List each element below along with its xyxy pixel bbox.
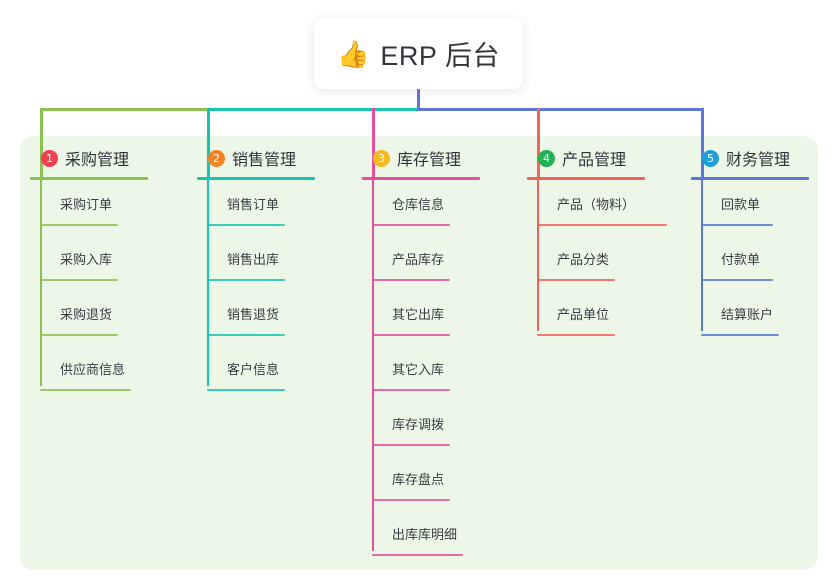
- branch-title: 产品管理: [562, 152, 627, 169]
- leaf-node-label: 产品分类: [557, 252, 610, 267]
- leaf-node-underline: [207, 224, 285, 226]
- branch-number-badge: 3: [373, 149, 390, 167]
- leaf-node-underline: [701, 334, 779, 336]
- leaf-node-underline: [40, 389, 131, 391]
- branch-spine: [372, 177, 374, 551]
- leaf-node-label: 客户信息: [227, 362, 280, 377]
- trunk-segment-2: [207, 108, 419, 111]
- branch-spine: [40, 177, 42, 386]
- leaf-node-underline: [537, 224, 667, 226]
- thumbs-up-emoji: 👍: [337, 38, 370, 69]
- branch-header-销售管理[interactable]: 2 销售管理: [208, 146, 296, 170]
- branch-column-产品管理: 4 产品管理产品（物料） 产品分类产品单位: [527, 146, 667, 336]
- leaf-node-underline: [537, 334, 615, 336]
- leaf-node-underline: [372, 499, 450, 501]
- trunk-segment-1: [40, 108, 209, 111]
- branch-column-销售管理: 2 销售管理销售订单销售出库销售退货客户信息: [197, 146, 315, 391]
- branch-underline-bar: [197, 177, 315, 180]
- leaf-node-label: 采购订单: [60, 197, 113, 212]
- root-node-label: ERP 后台: [380, 41, 500, 71]
- leaf-node-underline: [40, 279, 118, 281]
- branch-title: 财务管理: [726, 152, 791, 169]
- diagram-panel: [20, 136, 818, 570]
- branch-drop-connector-4: [537, 108, 540, 177]
- branch-column-库存管理: 3 库存管理仓库信息产品库存其它出库其它入库库存调拨库存盘点出库库明细: [362, 146, 480, 556]
- leaf-node-label: 销售出库: [227, 252, 280, 267]
- root-stem-connector: [417, 89, 420, 111]
- branch-column-财务管理: 5 财务管理回款单付款单结算账户: [691, 146, 809, 336]
- branch-underline-bar: [691, 177, 809, 180]
- branch-drop-connector-5: [701, 108, 704, 177]
- branch-column-采购管理: 1 采购管理采购订单采购入库采购退货供应商信息: [30, 146, 148, 391]
- leaf-node-label: 产品（物料）: [557, 197, 636, 212]
- branch-title: 采购管理: [65, 152, 130, 169]
- leaf-node-label: 库存调拨: [392, 417, 445, 432]
- leaf-node-label: 出库库明细: [392, 527, 458, 542]
- branch-header-库存管理[interactable]: 3 库存管理: [373, 146, 461, 170]
- leaf-node-label: 采购退货: [60, 307, 113, 322]
- leaf-node-underline: [372, 389, 450, 391]
- leaf-node-underline: [40, 334, 118, 336]
- leaf-node-underline: [372, 554, 463, 556]
- branch-spine: [207, 177, 209, 386]
- leaf-node-label: 供应商信息: [60, 362, 126, 377]
- leaf-node-underline: [372, 334, 450, 336]
- leaf-node-label: 销售订单: [227, 197, 280, 212]
- leaf-node-underline: [207, 279, 285, 281]
- branch-drop-connector-2: [207, 108, 210, 177]
- leaf-node-label: 其它入库: [392, 362, 445, 377]
- branch-title: 销售管理: [232, 152, 297, 169]
- leaf-node-underline: [537, 279, 615, 281]
- leaf-node-label: 仓库信息: [392, 197, 445, 212]
- branch-title: 库存管理: [397, 152, 462, 169]
- leaf-node-underline: [701, 279, 773, 281]
- branch-number-badge: 1: [41, 149, 58, 167]
- root-node[interactable]: 👍 ERP 后台: [314, 18, 523, 89]
- leaf-node-underline: [372, 279, 450, 281]
- branch-underline-bar: [362, 177, 480, 180]
- leaf-node-underline: [372, 444, 450, 446]
- leaf-node-underline: [372, 224, 450, 226]
- branch-spine: [537, 177, 539, 331]
- branch-header-采购管理[interactable]: 1 采购管理: [41, 146, 129, 170]
- leaf-node-label: 结算账户: [721, 307, 774, 322]
- leaf-node-label: 销售退货: [227, 307, 280, 322]
- branch-number-badge: 2: [208, 149, 225, 167]
- leaf-node-label: 采购入库: [60, 252, 113, 267]
- branch-drop-connector-3: [372, 108, 375, 177]
- branch-number-badge: 5: [702, 149, 719, 167]
- leaf-node-label: 付款单: [721, 252, 761, 267]
- leaf-node-label: 产品单位: [557, 307, 610, 322]
- branch-number-badge: 4: [538, 149, 555, 167]
- branch-header-产品管理[interactable]: 4 产品管理: [538, 146, 626, 170]
- leaf-node-label: 产品库存: [392, 252, 445, 267]
- branch-spine: [701, 177, 703, 331]
- leaf-node-underline: [40, 224, 118, 226]
- leaf-node-label: 其它出库: [392, 307, 445, 322]
- branch-drop-connector-1: [40, 108, 43, 177]
- branch-header-财务管理[interactable]: 5 财务管理: [702, 146, 790, 170]
- trunk-segment-3: [417, 108, 704, 111]
- branch-underline-bar: [527, 177, 645, 180]
- leaf-node-label: 回款单: [721, 197, 761, 212]
- leaf-node-underline: [207, 334, 285, 336]
- branch-underline-bar: [30, 177, 148, 180]
- leaf-node-label: 库存盘点: [392, 472, 445, 487]
- leaf-node-underline: [701, 224, 773, 226]
- leaf-node-underline: [207, 389, 285, 391]
